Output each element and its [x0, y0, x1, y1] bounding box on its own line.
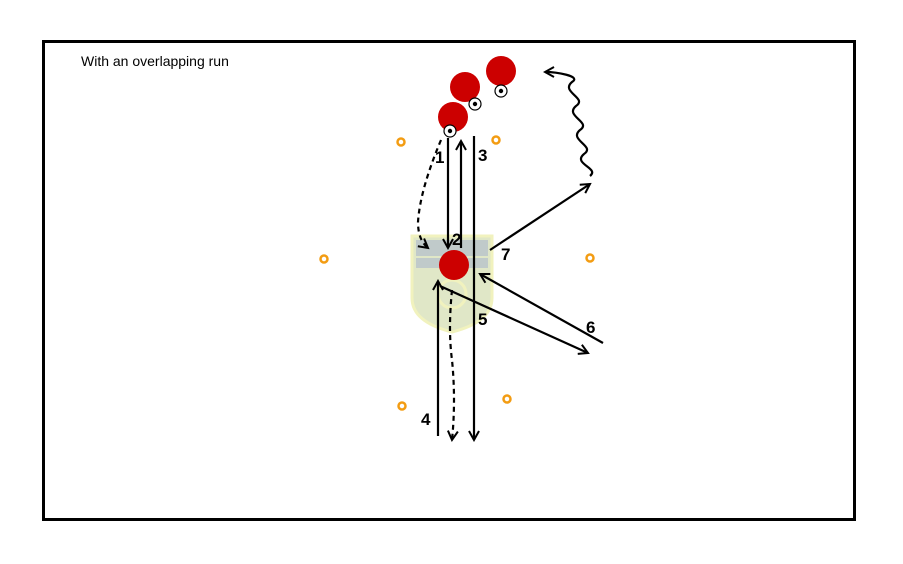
dribble-line: [545, 72, 594, 177]
cone-icon: [397, 401, 407, 411]
cone-icon: [396, 137, 406, 147]
pass-line-6: [480, 274, 604, 344]
soccer-ball-icon: [443, 124, 457, 138]
logo-watermark-icon: [410, 234, 494, 334]
step-label-1: 1: [435, 148, 444, 167]
step-label-2: 2: [452, 230, 461, 249]
player-icon: [438, 102, 468, 132]
pass-line-5: [439, 284, 588, 353]
players: [438, 56, 516, 280]
step-label-3: 3: [478, 146, 487, 165]
step-label-5: 5: [478, 310, 487, 329]
step-label-6: 6: [586, 318, 595, 337]
soccer-ball-icon: [494, 84, 508, 98]
pass-line-7: [489, 184, 590, 251]
cone-icon: [491, 135, 501, 145]
movement-lines: [416, 72, 604, 440]
step-labels: 1 2 3 4 5 6 7: [421, 146, 595, 429]
cone-icon: [319, 254, 329, 264]
cone-icon: [502, 394, 512, 404]
step-label-7: 7: [501, 245, 510, 264]
soccer-ball-icon: [468, 97, 482, 111]
balls: [443, 84, 508, 138]
run-line-down: [450, 289, 454, 440]
step-label-4: 4: [421, 410, 431, 429]
cone-icon: [585, 253, 595, 263]
pitch-border: [42, 40, 856, 521]
player-icon: [450, 72, 480, 102]
player-icon: [486, 56, 516, 86]
player-icon: [439, 250, 469, 280]
run-line-overlap: [416, 139, 443, 248]
drill-title: With an overlapping run: [81, 53, 229, 69]
cones: [319, 135, 595, 411]
